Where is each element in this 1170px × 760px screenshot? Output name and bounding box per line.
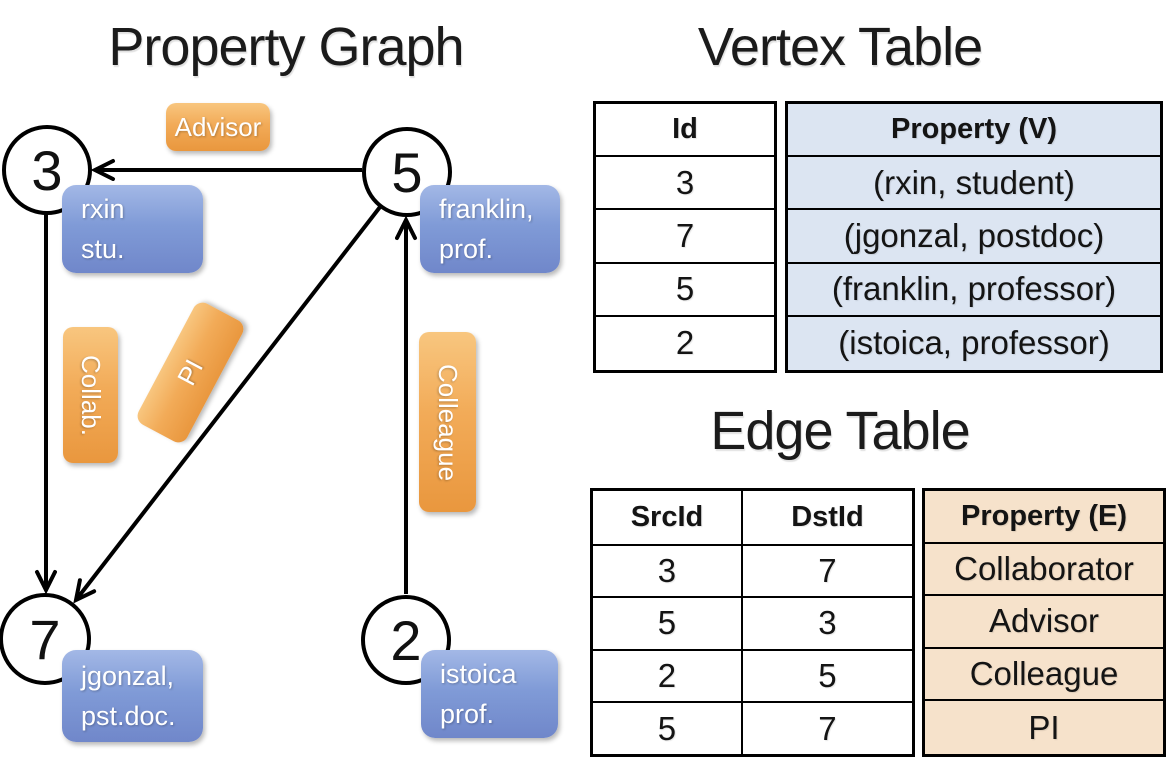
edge-table-property-header: Property (E) <box>925 491 1163 544</box>
vertex-table-property-cell: (rxin, student) <box>788 157 1160 211</box>
edge-label-collab: Collab. <box>63 327 118 463</box>
edge-table-dstid-header: DstId <box>791 500 864 533</box>
vertex-table-property-cell: (jgonzal, postdoc) <box>788 210 1160 264</box>
vertex-table-id-cell: 3 <box>596 157 774 211</box>
edge-table-dstid-cell: 7 <box>742 701 912 754</box>
vertex-property-line: prof. <box>439 234 494 264</box>
edge-label-colleague: Colleague <box>419 332 476 512</box>
edge-table-title: Edge Table <box>710 401 970 461</box>
edge-table-dstid-cell: 7 <box>742 543 912 597</box>
vertex-table-property-cell: (franklin, professor) <box>788 264 1160 317</box>
vertex-table-property-cell: (istoica, professor) <box>838 324 1110 362</box>
vertex-table-property-column: Property (V) (rxin, student) (jgonzal, p… <box>785 101 1163 373</box>
edge-label-text: PI <box>171 354 210 391</box>
vertex-property-line: prof. <box>440 699 495 729</box>
edge-label-text: Advisor <box>174 111 262 142</box>
edge-table-id-columns: SrcId DstId 3 7 5 3 2 5 5 7 <box>590 488 915 757</box>
vertex-property-box-3: rxin stu. <box>62 185 203 273</box>
vertex-property-box-5: franklin, prof. <box>420 185 560 273</box>
vertex-property-line: istoica <box>440 658 517 689</box>
edge-table-property-cell: Advisor <box>925 596 1163 649</box>
edge-table-srcid-cell: 2 <box>593 648 743 702</box>
property-graph-title: Property Graph <box>108 17 464 77</box>
edge-table-property-cell: PI <box>1028 708 1060 746</box>
edge-table-srcid-cell: 5 <box>593 701 743 754</box>
edge-table-property-cell: Colleague <box>925 649 1163 702</box>
edge-table-srcid-cell: 5 <box>593 596 743 649</box>
vertex-table-id-column: Id 3 7 5 2 <box>593 101 777 373</box>
edge-table-property-column: Property (E) Collaborator Advisor Collea… <box>922 488 1166 757</box>
vertex-property-line: stu. <box>81 234 125 264</box>
vertex-table-property-header: Property (V) <box>788 104 1160 158</box>
edge-label-text: Colleague <box>433 363 463 481</box>
graph-edges-canvas <box>35 159 417 604</box>
vertex-property-line: jgonzal, <box>81 660 175 691</box>
edge-table-dstid-cell: 3 <box>742 596 912 649</box>
vertex-property-box-2: istoica prof. <box>421 650 558 738</box>
edge-table-property-cell: Collaborator <box>925 544 1163 597</box>
vertex-property-line: rxin <box>81 193 125 224</box>
vertex-table-title: Vertex Table <box>697 17 983 77</box>
vertex-node-2: 2 <box>361 595 451 685</box>
vertex-property-line: franklin, <box>439 193 534 224</box>
vertex-table-id-cell: 5 <box>596 264 774 317</box>
edge-table-srcid-header: SrcId <box>593 491 743 544</box>
edge-table-dstid-cell: 5 <box>742 648 912 702</box>
vertex-property-line: pst.doc. <box>81 701 176 731</box>
vertex-table-id-cell: 2 <box>675 324 695 362</box>
edge-label-text: Collab. <box>76 354 106 436</box>
vertex-table-id-header: Id <box>596 104 774 158</box>
edge-table-srcid-cell: 3 <box>593 543 743 597</box>
vertex-property-box-7: jgonzal, pst.doc. <box>62 650 203 742</box>
vertex-node-5: 5 <box>362 127 452 217</box>
vertex-table-id-cell: 7 <box>596 210 774 264</box>
edge-pi-arrow <box>73 205 382 604</box>
edge-label-advisor: Advisor <box>166 103 270 151</box>
